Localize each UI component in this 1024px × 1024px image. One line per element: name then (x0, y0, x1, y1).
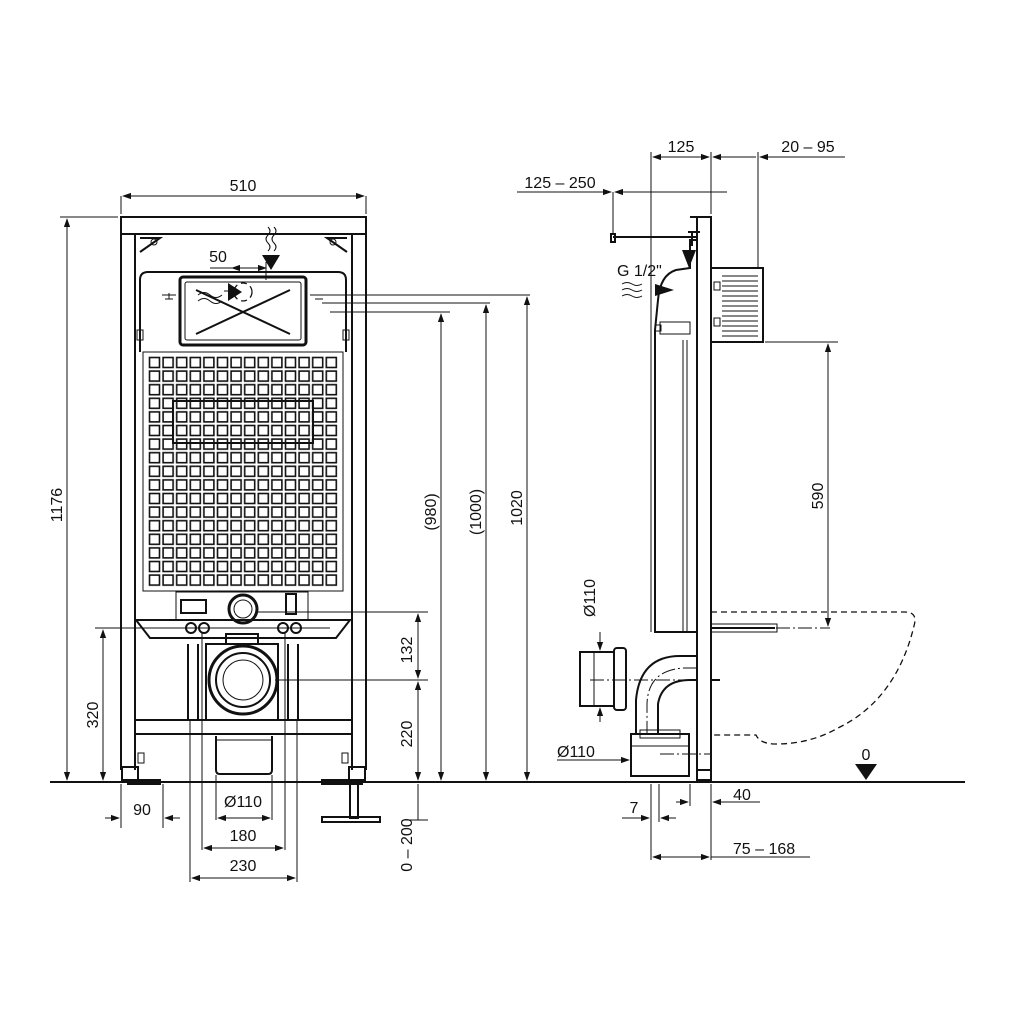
dim-flush-offset-50: 50 (209, 249, 227, 266)
dim-range-75-168: 75 – 168 (733, 841, 795, 858)
drain-outlet (630, 733, 690, 777)
dim-bolt-180: 180 (230, 828, 257, 845)
dim-foot-90: 90 (133, 802, 151, 819)
drain-inlet-stub (579, 651, 615, 707)
dim-range-125-250: 125 – 250 (524, 175, 595, 192)
dim-depth-125: 125 (668, 139, 695, 156)
side-cistern (654, 239, 697, 633)
dim-height-1176: 1176 (49, 488, 66, 523)
side-frame-post (696, 216, 712, 781)
flush-actuator (710, 267, 764, 343)
drain-bend-front (215, 736, 273, 775)
lower-crossbar (134, 719, 353, 735)
dim-height-590: 590 (810, 483, 827, 510)
floor-level-icon (855, 764, 877, 780)
dim-drain-110: Ø110 (224, 794, 262, 811)
dim-width-510: 510 (230, 178, 257, 195)
dim-height-1020: 1020 (509, 490, 526, 526)
dim-offset-7: 7 (630, 800, 639, 817)
label-supply-thread: G 1/2" (617, 263, 662, 280)
dim-drain-110-bottom: Ø110 (557, 744, 595, 761)
dim-foot-adjust: 0 – 200 (399, 818, 416, 871)
corner-bracket-left (139, 237, 164, 253)
front-view: 510 1176 50 (980) (1000) 1020 132 220 0 … (49, 178, 531, 882)
access-opening (172, 400, 314, 444)
side-view: 125 20 – 95 125 – 250 G 1/2" 590 Ø110 Ø1… (517, 139, 916, 861)
dim-pipe-height-220: 220 (399, 721, 416, 748)
label-floor-level: 0 (862, 747, 871, 764)
flush-plate-inner (184, 281, 302, 341)
corner-bracket-right (323, 237, 348, 253)
bolt-crossbar (133, 619, 353, 639)
dim-support-320: 320 (85, 702, 102, 729)
drain-pipe-outer (207, 644, 279, 716)
cistern-top (139, 271, 347, 352)
toilet-bowl-outline (711, 611, 916, 745)
dim-height-1000: (1000) (468, 489, 485, 535)
actuator-coil (722, 275, 758, 337)
inlet-pipe (227, 593, 259, 625)
dim-frame-230: 230 (230, 858, 257, 875)
tile-grid (148, 356, 338, 587)
dim-height-980: (980) (423, 493, 440, 530)
dim-range-20-95: 20 – 95 (781, 139, 834, 156)
frame-top-rail (120, 216, 367, 235)
dim-pipe-offset-132: 132 (399, 637, 416, 664)
flush-plate-outer (178, 275, 308, 347)
dim-drain-110-vertical: Ø110 (582, 579, 599, 617)
dim-offset-40: 40 (733, 787, 751, 804)
